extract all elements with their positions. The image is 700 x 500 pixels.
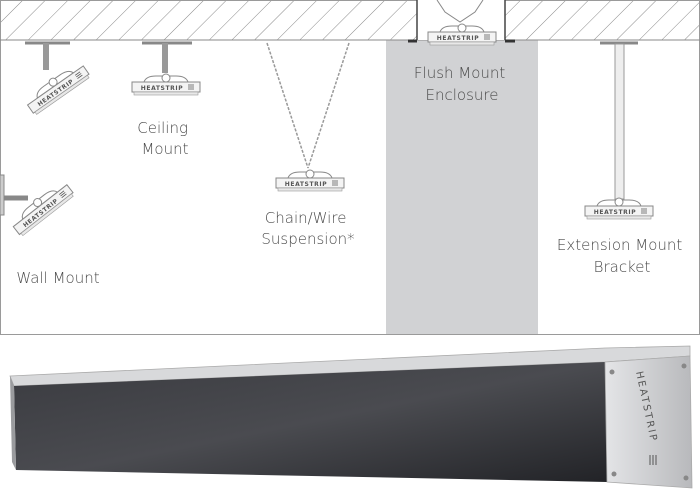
diagram-frame — [0, 0, 700, 335]
ceiling-mount-heater-icon — [131, 41, 201, 96]
ceiling-mount-label: Ceiling Mount — [137, 119, 193, 158]
wall-mount-heater-icon — [0, 174, 76, 238]
wall-mount-label: Wall Mount — [16, 269, 99, 287]
chain-wire-suspension-label: Chain/Wire Suspension* — [261, 209, 354, 248]
flush-mount-enclosure-label: Flush Mount Enclosure — [414, 64, 510, 104]
chain-suspension-heater-icon — [266, 42, 350, 192]
extension-mount-bracket-label: Extension Mount Bracket — [557, 236, 687, 276]
flush-mount-column — [386, 40, 538, 334]
extension-mount-heater-icon — [584, 41, 654, 220]
flush-mount-heater-icon — [408, 0, 515, 46]
ceiling-hatch — [1, 1, 699, 40]
angled-ceiling-heater-icon — [22, 41, 92, 117]
heater-product-image: HEATSTRIP — [9, 345, 693, 489]
